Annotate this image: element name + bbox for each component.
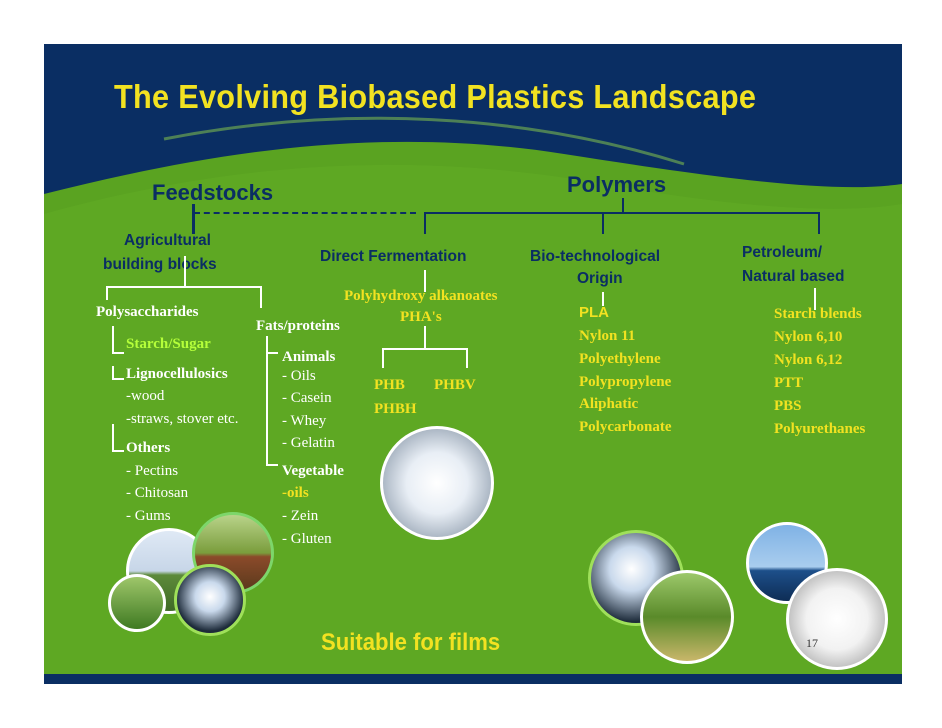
dashed-link bbox=[194, 212, 416, 214]
agricultural-label-2: building blocks bbox=[103, 256, 217, 273]
list-item: - Oils bbox=[282, 368, 316, 384]
list-item: - Gelatin bbox=[282, 435, 335, 451]
connector bbox=[424, 212, 820, 214]
connector bbox=[112, 450, 124, 452]
pha-label-1: Polyhydroxy alkanoates bbox=[344, 288, 498, 304]
connector bbox=[424, 326, 426, 350]
list-item: -wood bbox=[126, 388, 165, 404]
biotech-label-1: Bio-technological bbox=[530, 248, 661, 265]
petro-item: Nylon 6,10 bbox=[774, 329, 843, 345]
petro-item: PTT bbox=[774, 375, 804, 391]
biotech-label-2: Origin bbox=[577, 270, 623, 287]
polysaccharides-label: Polysaccharides bbox=[96, 304, 199, 320]
footer-text: Suitable for films bbox=[321, 629, 501, 656]
connector bbox=[424, 270, 426, 292]
page-number: 17 bbox=[806, 636, 818, 650]
polymers-heading: Polymers bbox=[567, 172, 667, 197]
connector bbox=[192, 204, 195, 234]
connector bbox=[260, 286, 262, 308]
connector bbox=[814, 288, 816, 310]
connector bbox=[424, 212, 426, 234]
slide-title: The Evolving Biobased Plastics Landscape bbox=[114, 78, 757, 115]
connector bbox=[112, 424, 114, 452]
connector bbox=[602, 212, 604, 234]
tree-photo bbox=[108, 574, 166, 632]
corn-photo bbox=[640, 570, 734, 664]
list-item: - Zein bbox=[282, 508, 319, 524]
biotech-item: Polypropylene bbox=[579, 374, 672, 390]
list-item: - Gluten bbox=[282, 531, 332, 547]
biotech-item: Aliphatic bbox=[579, 396, 639, 412]
connector bbox=[112, 378, 124, 380]
vegetable-label: Vegetable bbox=[282, 463, 344, 479]
connector bbox=[602, 292, 604, 306]
biotech-item: Nylon 11 bbox=[579, 328, 636, 344]
connector bbox=[622, 198, 624, 212]
connector bbox=[266, 464, 278, 466]
list-item: - Chitosan bbox=[126, 485, 189, 501]
connector bbox=[382, 348, 384, 368]
connector bbox=[112, 326, 114, 354]
list-item: - Casein bbox=[282, 390, 332, 406]
fats-proteins-label: Fats/proteins bbox=[256, 318, 340, 334]
lignocellulosics-label: Lignocellulosics bbox=[126, 366, 228, 382]
slide: The Evolving Biobased Plastics Landscape… bbox=[44, 44, 902, 684]
connector bbox=[112, 352, 124, 354]
connector bbox=[466, 348, 468, 368]
connector bbox=[818, 212, 820, 234]
connector bbox=[106, 286, 262, 288]
powder-photo bbox=[786, 568, 888, 670]
biotech-item: Polyethylene bbox=[579, 351, 661, 367]
petro-item: Polyurethanes bbox=[774, 421, 866, 437]
others-label: Others bbox=[126, 440, 171, 456]
connector bbox=[266, 336, 268, 466]
polymer-photo bbox=[174, 564, 246, 636]
petro-label-1: Petroleum/ bbox=[742, 244, 823, 261]
connector bbox=[382, 348, 468, 350]
phb-label: PHB bbox=[374, 377, 405, 393]
direct-fermentation-label: Direct Fermentation bbox=[320, 248, 467, 265]
bottom-band bbox=[44, 674, 902, 684]
connector bbox=[184, 256, 186, 286]
petro-item: Starch blends bbox=[774, 306, 862, 322]
pha-pellets-photo bbox=[380, 426, 494, 540]
oils-label: -oils bbox=[282, 485, 309, 501]
list-item: - Whey bbox=[282, 413, 327, 429]
starch-sugar-label: Starch/Sugar bbox=[126, 336, 211, 352]
connector bbox=[112, 366, 114, 380]
list-item: - Gums bbox=[126, 508, 171, 524]
list-item: - Pectins bbox=[126, 463, 179, 479]
petro-label-2: Natural based bbox=[742, 268, 845, 285]
biotech-item: PLA bbox=[579, 304, 609, 321]
phbh-label: PHBH bbox=[374, 401, 417, 417]
petro-item: PBS bbox=[774, 398, 802, 414]
connector bbox=[266, 352, 278, 354]
biotech-item: Polycarbonate bbox=[579, 419, 672, 435]
feedstocks-heading: Feedstocks bbox=[152, 180, 274, 205]
petro-item: Nylon 6,12 bbox=[774, 352, 843, 368]
agricultural-label-1: Agricultural bbox=[124, 232, 211, 249]
list-item: -straws, stover etc. bbox=[126, 411, 239, 427]
phbv-label: PHBV bbox=[434, 377, 476, 393]
animals-label: Animals bbox=[282, 349, 336, 365]
connector bbox=[106, 286, 108, 300]
pha-label-2: PHA's bbox=[400, 309, 442, 325]
